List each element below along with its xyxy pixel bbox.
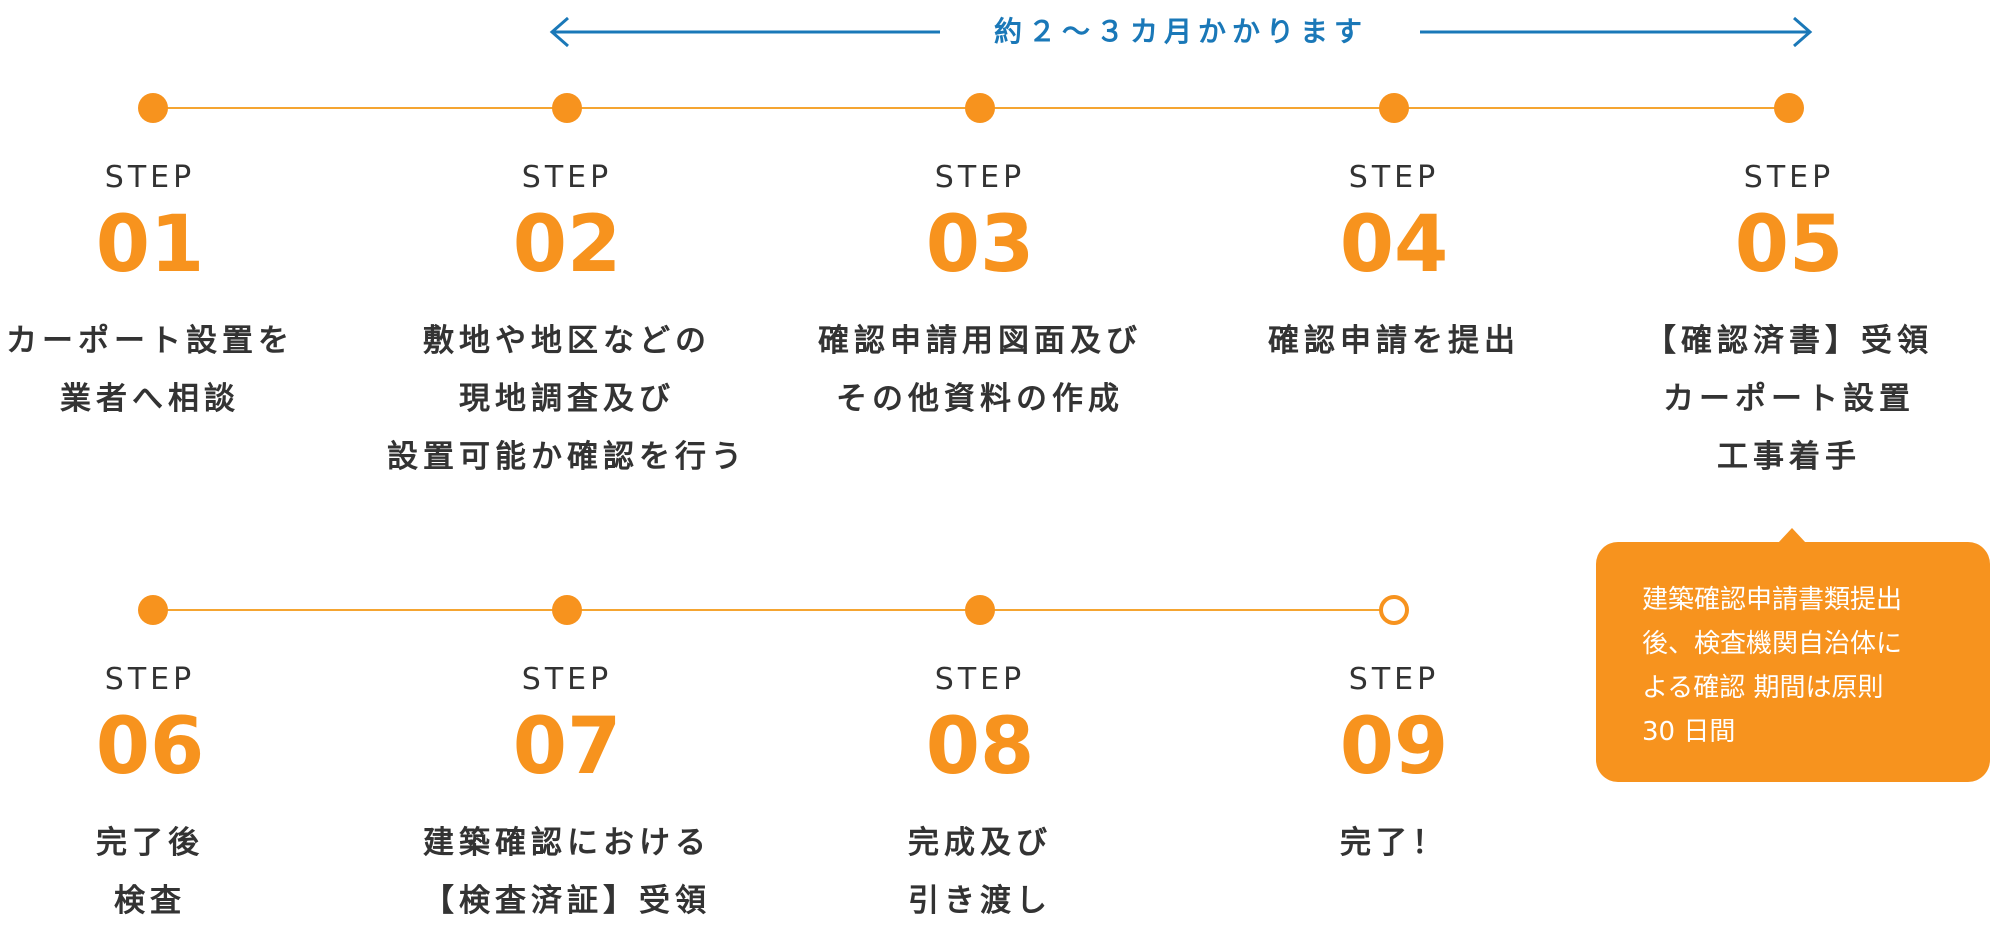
step-desc-line: 検査: [114, 883, 186, 919]
step-desc-line: カーポート設置を: [6, 323, 294, 359]
step-desc-line: 工事着手: [1717, 439, 1861, 475]
review-period-note: 建築確認申請書類提出 後、検査機関自治体に よる確認 期間は原則 30 日間: [1596, 542, 1990, 782]
step-description: 完了！: [1184, 814, 1604, 872]
step-number: 03: [925, 200, 1035, 290]
duration-span: 約２〜３カ月かかります: [548, 12, 1814, 52]
step-07-dot: [552, 595, 582, 625]
step-label: STEP: [104, 662, 196, 697]
step-desc-line: 設置可能か確認を行う: [387, 439, 747, 475]
note-line: 後、検査機関自治体に: [1642, 629, 1903, 659]
step-number: 05: [1734, 200, 1844, 290]
step-description: 完了後 検査: [0, 814, 360, 930]
step-label: STEP: [1348, 662, 1440, 697]
step-description: 完成及び 引き渡し: [770, 814, 1190, 930]
step-number: 02: [512, 200, 622, 290]
step-desc-line: 【検査済証】受領: [423, 883, 711, 919]
step-description: 【確認済書】受領 カーポート設置 工事着手: [1579, 312, 1990, 486]
step-number: 04: [1339, 200, 1449, 290]
step-06-dot: [138, 595, 168, 625]
note-line: よる確認 期間は原則: [1642, 673, 1884, 703]
note-line: 建築確認申請書類提出: [1642, 585, 1903, 615]
step-01-dot: [138, 93, 168, 123]
step-label: STEP: [1743, 160, 1835, 195]
step-desc-line: 建築確認における: [423, 825, 711, 861]
step-number: 09: [1339, 702, 1449, 792]
step-08: STEP 08 完成及び 引き渡し: [770, 660, 1190, 930]
step-desc-line: 【確認済書】受領: [1645, 323, 1933, 359]
step-description: 確認申請用図面及び その他資料の作成: [770, 312, 1190, 428]
step-label: STEP: [521, 160, 613, 195]
duration-arrows: [549, 16, 1813, 48]
step-label: STEP: [521, 662, 613, 697]
step-desc-line: 現地調査及び: [459, 381, 675, 417]
step-02-dot: [552, 93, 582, 123]
step-number: 01: [95, 200, 205, 290]
step-desc-line: 業者へ相談: [60, 381, 240, 417]
step-label: STEP: [934, 160, 1026, 195]
step-06: STEP 06 完了後 検査: [0, 660, 360, 930]
step-04: STEP 04 確認申請を提出: [1184, 158, 1604, 370]
step-desc-line: 完成及び: [908, 825, 1052, 861]
step-number: 08: [925, 702, 1035, 792]
step-desc-line: カーポート設置: [1663, 381, 1915, 417]
step-desc-line: 引き渡し: [908, 883, 1052, 919]
step-04-dot: [1379, 93, 1409, 123]
step-desc-line: 確認申請を提出: [1268, 323, 1520, 359]
step-03-dot: [965, 93, 995, 123]
step-label: STEP: [104, 160, 196, 195]
step-description: 確認申請を提出: [1184, 312, 1604, 370]
step-08-dot: [965, 595, 995, 625]
step-desc-line: 敷地や地区などの: [423, 323, 711, 359]
step-description: 建築確認における 【検査済証】受領: [357, 814, 777, 930]
step-desc-line: 完了後: [96, 825, 204, 861]
right-arrow-head: [1793, 16, 1813, 48]
left-arrow-head: [549, 16, 569, 48]
step-02: STEP 02 敷地や地区などの 現地調査及び 設置可能か確認を行う: [357, 158, 777, 486]
step-desc-line: その他資料の作成: [836, 381, 1124, 417]
step-label: STEP: [1348, 160, 1440, 195]
step-03: STEP 03 確認申請用図面及び その他資料の作成: [770, 158, 1190, 428]
step-05-dot: [1774, 93, 1804, 123]
step-05: STEP 05 【確認済書】受領 カーポート設置 工事着手: [1579, 158, 1990, 486]
step-desc-line: 確認申請用図面及び: [818, 323, 1142, 359]
step-01: STEP 01 カーポート設置を 業者へ相談: [0, 158, 360, 428]
step-09-dot: [1379, 595, 1409, 625]
step-07: STEP 07 建築確認における 【検査済証】受領: [357, 660, 777, 930]
step-description: カーポート設置を 業者へ相談: [0, 312, 360, 428]
duration-label: 約２〜３カ月かかります: [993, 15, 1368, 48]
step-09: STEP 09 完了！: [1184, 660, 1604, 872]
step-number: 06: [95, 702, 205, 792]
note-line: 30 日間: [1642, 717, 1736, 747]
timeline-track-row2: [153, 609, 1394, 611]
step-description: 敷地や地区などの 現地調査及び 設置可能か確認を行う: [357, 312, 777, 486]
note-pointer: [1778, 528, 1806, 543]
step-label: STEP: [934, 662, 1026, 697]
step-number: 07: [512, 702, 622, 792]
step-desc-line: 完了！: [1340, 825, 1448, 861]
